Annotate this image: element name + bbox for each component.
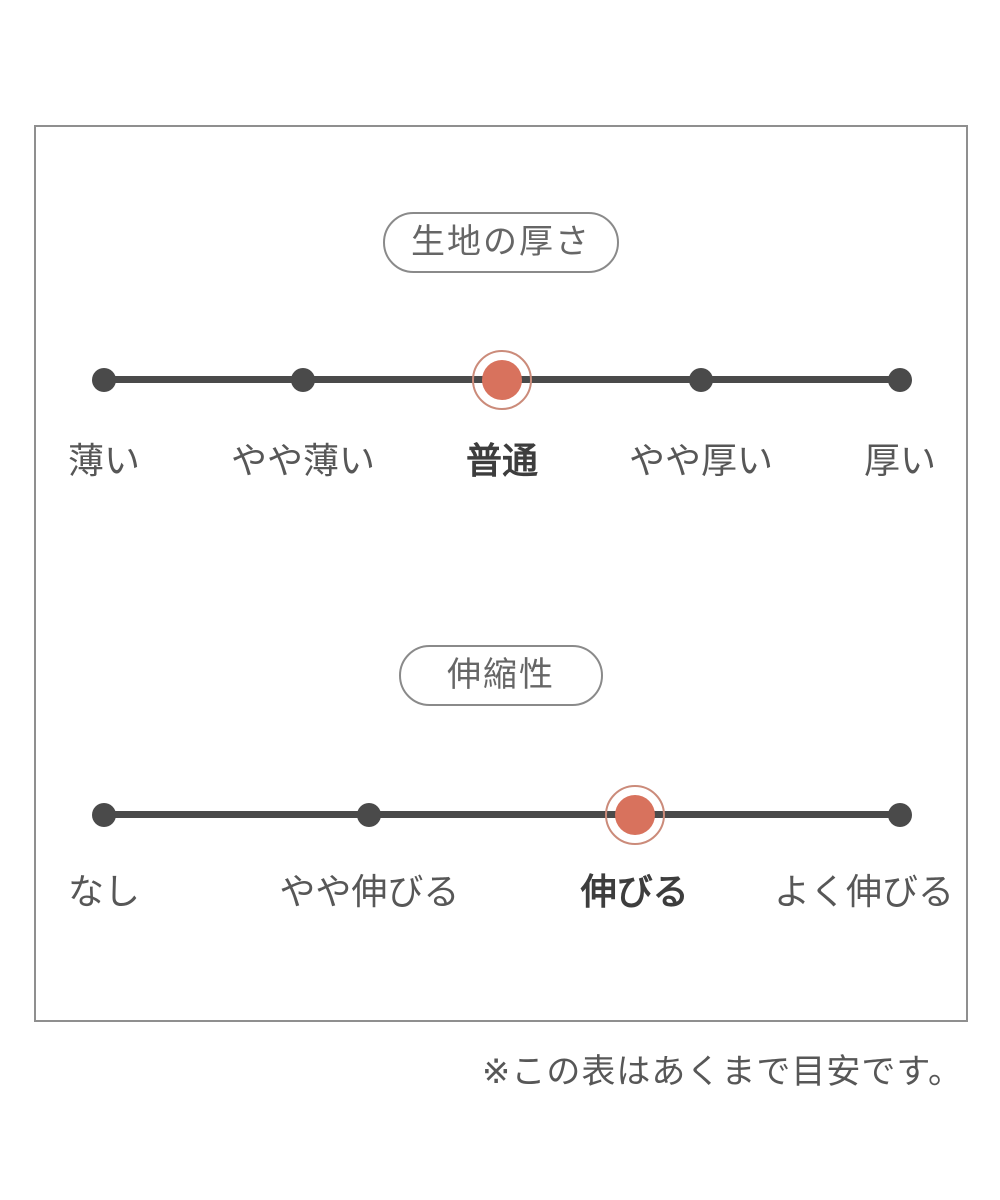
scale-track <box>104 811 900 818</box>
scale-label: やや伸びる <box>279 872 460 913</box>
scale-label: 薄い <box>67 441 141 482</box>
scale-label: やや薄い <box>230 441 376 482</box>
scale-label: 厚い <box>863 441 937 482</box>
scale-title: 伸縮性 <box>447 655 555 695</box>
spec-panel: 生地の厚さ 薄い やや薄い 普通 やや厚い 厚い 伸縮性 なし やや伸びる 伸びる よく伸びる <box>34 125 968 1022</box>
scale-dot <box>888 803 912 827</box>
scale-dot <box>888 368 912 392</box>
scale-dot <box>357 803 382 827</box>
selected-dot-ring <box>604 785 665 845</box>
selected-dot <box>614 795 655 835</box>
scale-dot <box>92 803 116 827</box>
selected-dot-ring <box>472 350 532 410</box>
scale-label-selected: 普通 <box>465 441 539 482</box>
scale-label-selected: 伸びる <box>580 872 689 913</box>
selected-dot <box>482 360 522 400</box>
scale-title-pill: 伸縮性 <box>399 645 603 707</box>
scale-label: やや厚い <box>628 441 774 482</box>
scale-dot <box>92 368 116 392</box>
scale-label: よく伸びる <box>773 872 955 913</box>
scale-dot <box>291 368 315 392</box>
scale-title: 生地の厚さ <box>411 222 591 262</box>
scale-dot <box>689 368 713 392</box>
disclaimer-note: ※この表はあくまで目安です。 <box>481 1052 963 1092</box>
scale-title-pill: 生地の厚さ <box>383 212 619 274</box>
scale-label: なし <box>67 872 141 913</box>
